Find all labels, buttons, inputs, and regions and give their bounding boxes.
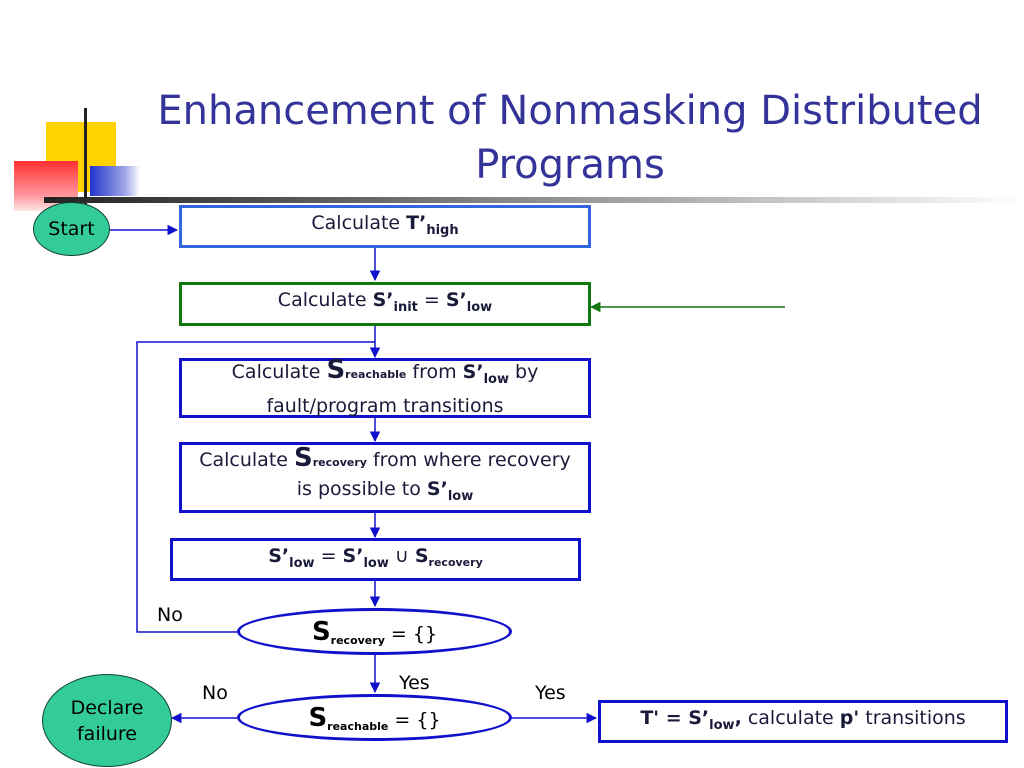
decision2-text: Sreachable = {} <box>308 702 441 733</box>
label-yes-final: Yes <box>535 682 566 704</box>
decision1-text: Srecovery = {} <box>311 616 438 647</box>
calculate-s-reachable-box: Calculate Sreachable from S’low by fault… <box>179 355 591 418</box>
box3-line2: fault/program transitions <box>266 395 504 417</box>
label-yes-down: Yes <box>399 672 430 694</box>
box5-text: S’low = S’low ∪ Srecovery <box>268 544 483 571</box>
box4-line2: is possible to S’low <box>296 478 474 504</box>
title-line-1: Enhancement of Nonmasking Distributed <box>157 88 983 134</box>
calculate-s-recovery-box: Calculate Srecovery from where recovery … <box>179 442 591 513</box>
box4-line1: Calculate Srecovery from where recovery <box>199 443 571 473</box>
recovery-empty-decision: Srecovery = {} <box>237 608 512 655</box>
start-node: Start <box>33 202 110 256</box>
vertical-rule-decoration <box>84 108 87 223</box>
declare-line2: failure <box>76 722 137 745</box>
declare-line1: Declare <box>70 696 144 719</box>
calculate-s-init-box: Calculate S’init = S’low <box>179 282 591 326</box>
start-label: Start <box>48 218 95 240</box>
title-line-2: Programs <box>475 142 665 188</box>
box1-text: Calculate T’high <box>311 211 459 238</box>
calculate-t-high-box: Calculate T’high <box>179 205 591 248</box>
box2-text: Calculate S’init = S’low <box>277 289 493 315</box>
declare-failure-node: Declare failure <box>42 674 172 767</box>
label-no-loop: No <box>157 604 183 626</box>
box3-line1: Calculate Sreachable from S’low by <box>231 355 539 387</box>
page-title: Enhancement of Nonmasking Distributed Pr… <box>130 84 1010 192</box>
final-transitions-box: T' = S’low, calculate p' transitions <box>598 700 1008 743</box>
horizontal-rule-decoration <box>44 197 1024 203</box>
blue-square-decoration <box>90 166 140 196</box>
final-box-text: T' = S’low, calculate p' transitions <box>640 706 966 733</box>
loop-back-connector <box>136 341 375 633</box>
union-update-box: S’low = S’low ∪ Srecovery <box>170 538 581 581</box>
reachable-empty-decision: Sreachable = {} <box>237 694 512 741</box>
label-no-fail: No <box>202 682 228 704</box>
